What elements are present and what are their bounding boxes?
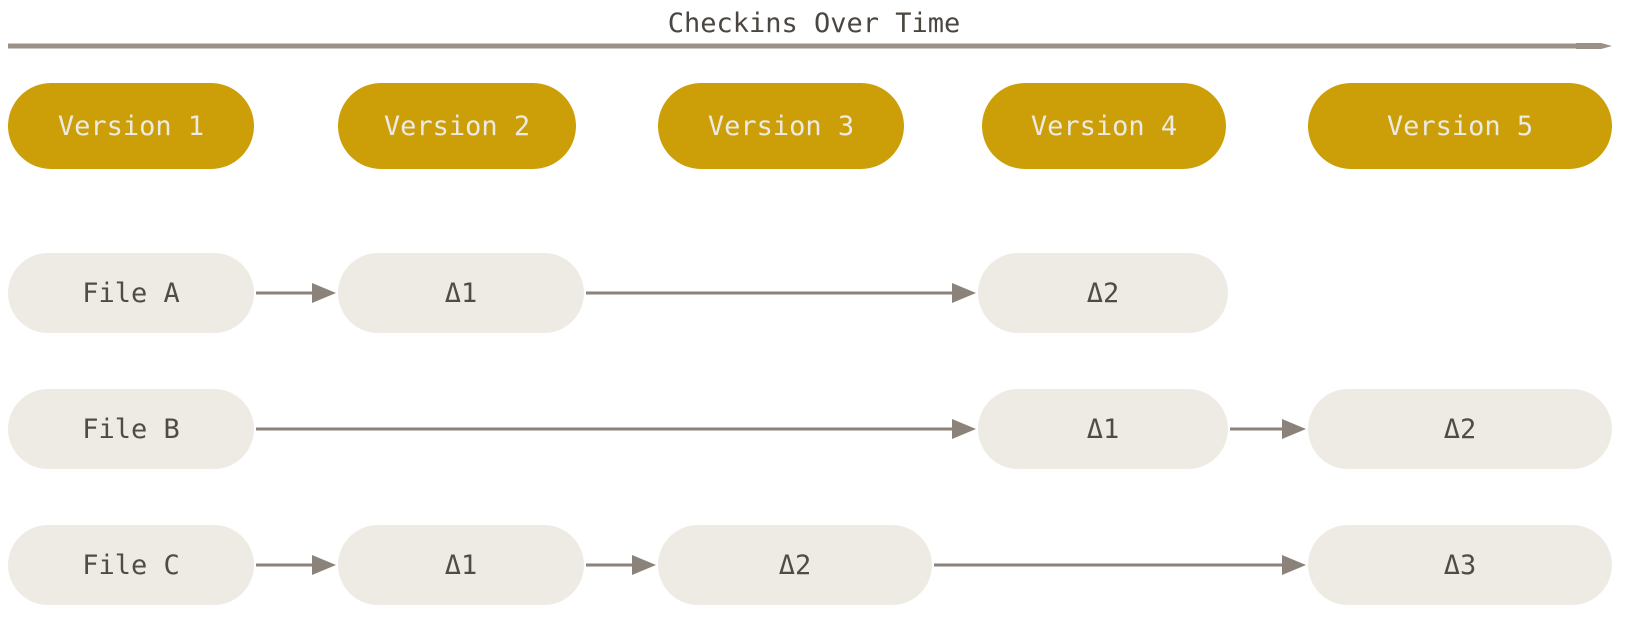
timeline-axis-arrow-icon bbox=[8, 43, 1612, 49]
file-a-connector-1 bbox=[256, 283, 336, 303]
file-a-delta-pill-2[interactable]: Δ2 bbox=[978, 253, 1228, 333]
version-pill-4[interactable]: Version 4 bbox=[982, 83, 1226, 169]
file-c-connector-2 bbox=[586, 555, 656, 575]
version-pill-5-label: Version 5 bbox=[1386, 110, 1534, 142]
version-pill-2-label: Version 2 bbox=[383, 110, 531, 142]
version-pill-1[interactable]: Version 1 bbox=[8, 83, 254, 169]
version-pill-3[interactable]: Version 3 bbox=[658, 83, 904, 169]
page-title: Checkins Over Time bbox=[667, 8, 961, 39]
file-c-label-pill-label: File C bbox=[82, 549, 180, 581]
file-c-delta-pill-1[interactable]: Δ1 bbox=[338, 525, 584, 605]
file-c-delta-pill-2-label: Δ2 bbox=[778, 549, 812, 581]
file-c-connector-1 bbox=[256, 555, 336, 575]
file-a-label-pill-label: File A bbox=[82, 277, 180, 309]
file-b-delta-pill-1[interactable]: Δ1 bbox=[978, 389, 1228, 469]
file-a-label-pill[interactable]: File A bbox=[8, 253, 254, 333]
version-pill-5[interactable]: Version 5 bbox=[1308, 83, 1612, 169]
version-pill-3-label: Version 3 bbox=[707, 110, 855, 142]
file-a-delta-pill-1[interactable]: Δ1 bbox=[338, 253, 584, 333]
file-b-delta-pill-2-label: Δ2 bbox=[1443, 413, 1477, 445]
file-a-connector-2 bbox=[586, 283, 976, 303]
file-c-delta-pill-2[interactable]: Δ2 bbox=[658, 525, 932, 605]
file-b-delta-pill-1-label: Δ1 bbox=[1086, 413, 1120, 445]
file-b-connector-1 bbox=[256, 419, 976, 439]
file-c-label-pill[interactable]: File C bbox=[8, 525, 254, 605]
file-b-connector-2 bbox=[1230, 419, 1306, 439]
file-a-delta-pill-1-label: Δ1 bbox=[444, 277, 478, 309]
file-c-connector-3 bbox=[934, 555, 1306, 575]
version-pill-1-label: Version 1 bbox=[57, 110, 205, 142]
file-c-delta-pill-1-label: Δ1 bbox=[444, 549, 478, 581]
file-c-delta-pill-3-label: Δ3 bbox=[1443, 549, 1477, 581]
file-b-delta-pill-2[interactable]: Δ2 bbox=[1308, 389, 1612, 469]
file-a-delta-pill-2-label: Δ2 bbox=[1086, 277, 1120, 309]
version-pill-4-label: Version 4 bbox=[1030, 110, 1178, 142]
file-c-delta-pill-3[interactable]: Δ3 bbox=[1308, 525, 1612, 605]
file-b-label-pill-label: File B bbox=[82, 413, 180, 445]
file-b-label-pill[interactable]: File B bbox=[8, 389, 254, 469]
version-pill-2[interactable]: Version 2 bbox=[338, 83, 576, 169]
